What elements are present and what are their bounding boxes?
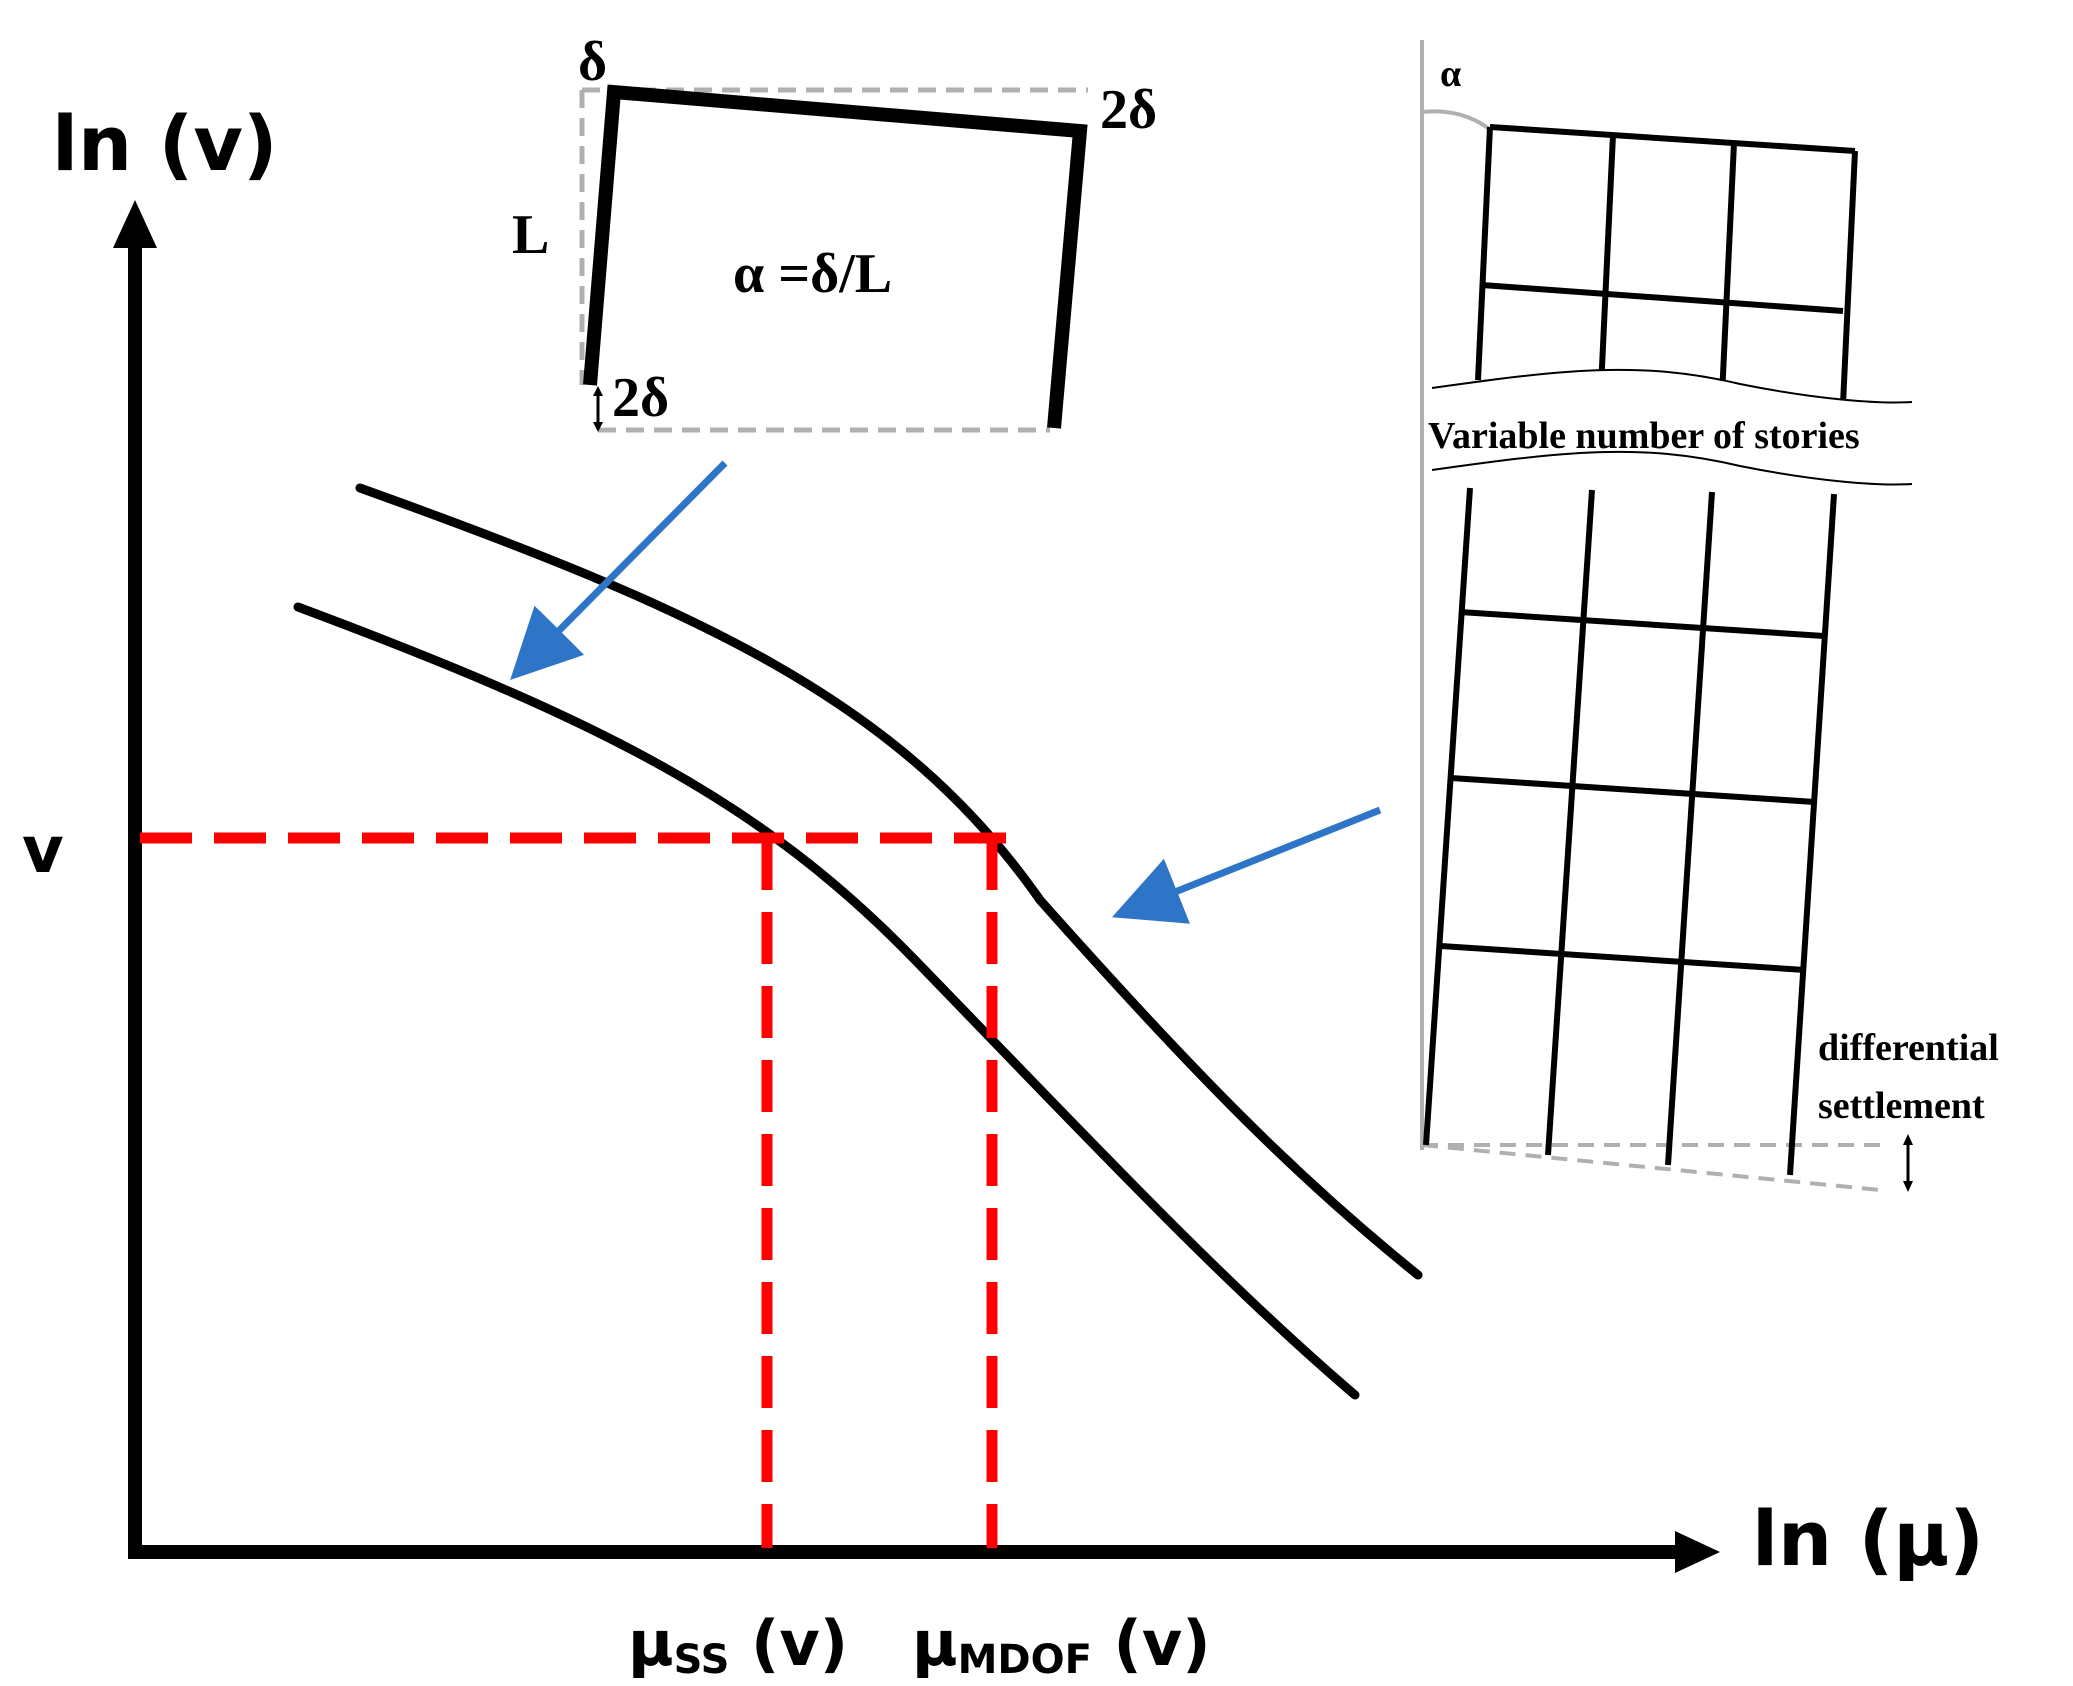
lower-column-4 [1787, 493, 1837, 1176]
lower-column-1 [1423, 487, 1473, 1146]
two-delta-top-label: 2δ [1100, 79, 1157, 141]
upper-column-1 [1475, 126, 1493, 381]
settlement-label-line2: settlement [1818, 1085, 1985, 1127]
curve-mdof [355, 483, 1423, 1280]
pointer-arrows [510, 460, 1382, 924]
upper-floor-beam [1481, 282, 1844, 314]
settlement-arrow-down [1903, 1181, 1913, 1192]
two-delta-bottom-label: 2δ [612, 367, 669, 429]
stories-label: Variable number of stories [1428, 415, 1860, 457]
x-axis-label: ln (μ) [1752, 1494, 1984, 1583]
floor-beam-2 [1450, 775, 1816, 805]
curve-single-story [293, 602, 1360, 1400]
upper-column-4 [1840, 150, 1858, 405]
mu-mdof-label: μMDOF (v) [912, 1607, 1211, 1683]
break-band [1432, 369, 1912, 485]
lower-column-2 [1545, 489, 1595, 1156]
alpha-label: α [1440, 53, 1461, 95]
floor-beam-1 [1459, 609, 1825, 639]
lower-column-3 [1665, 491, 1715, 1166]
ground-ghost-line-2 [1421, 1143, 1881, 1192]
frame-to-curve-arrow [510, 460, 728, 680]
length-label: L [512, 204, 549, 266]
building-to-curve-arrow [1112, 806, 1382, 924]
reference-lines [140, 832, 1015, 1548]
building-frame: Variable number of stories α differentia… [1420, 40, 1999, 1192]
upper-column-2 [1598, 134, 1616, 389]
x-axis-arrowhead [1675, 1531, 1720, 1573]
break-wave-top [1431, 368, 1913, 404]
floor-beam-3 [1440, 943, 1806, 973]
frame-inset: δ 2δ L α =δ/L 2δ [512, 31, 1157, 433]
frame-deformed [583, 84, 1088, 429]
roof-beam [1489, 124, 1856, 154]
y-axis-arrowhead [113, 200, 157, 248]
curves [293, 483, 1423, 1400]
drift-formula: α =δ/L [733, 243, 892, 305]
small-arrow-up [593, 386, 603, 396]
v-label: v [22, 814, 64, 888]
tilt-angle-arc [1421, 109, 1490, 130]
axes: ln (v) ln (μ) v μSS (v) μMDOF (v) [22, 99, 1984, 1683]
mu-ss-label: μSS (v) [628, 1607, 848, 1683]
upper-column-3 [1719, 142, 1737, 397]
settlement-label-line1: differential [1818, 1027, 1999, 1069]
break-wave-bottom [1431, 450, 1913, 486]
settlement-arrow-up [1903, 1134, 1913, 1145]
small-arrow-down [593, 422, 603, 432]
y-axis-label: ln (v) [52, 99, 278, 188]
delta-label: δ [578, 31, 607, 93]
